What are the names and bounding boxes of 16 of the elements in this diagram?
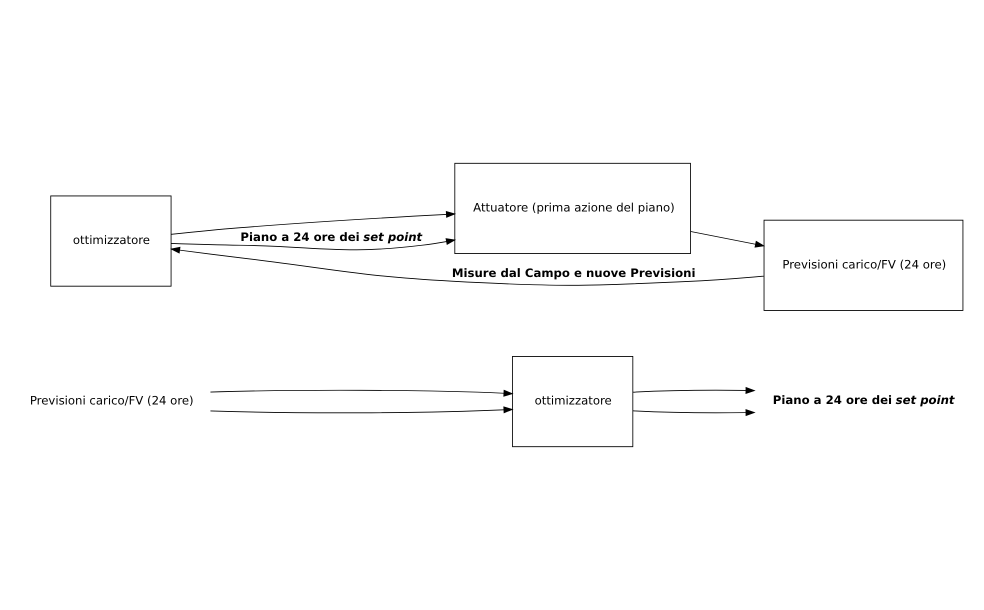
arrow bbox=[170, 246, 764, 286]
arrow bbox=[170, 238, 456, 250]
node-box: Previsioni carico/FV (24 ore) bbox=[764, 220, 964, 311]
arrow bbox=[632, 409, 756, 416]
arrow bbox=[170, 210, 456, 235]
arrow bbox=[690, 231, 766, 248]
node-box: ottimizzatore bbox=[512, 356, 634, 448]
edge-label: Piano a 24 ore dei set point bbox=[240, 230, 422, 244]
node-box: ottimizzatore bbox=[50, 196, 172, 287]
node-box: Attuatore (prima azione del piano) bbox=[454, 162, 691, 254]
arrow bbox=[210, 390, 514, 397]
edge-label: Misure dal Campo e nuove Previsioni bbox=[452, 266, 696, 280]
arrow bbox=[632, 386, 756, 394]
node-text: Previsioni carico/FV (24 ore) bbox=[30, 394, 194, 408]
node-text: Piano a 24 ore dei set point bbox=[772, 392, 955, 407]
arrow bbox=[210, 406, 514, 414]
